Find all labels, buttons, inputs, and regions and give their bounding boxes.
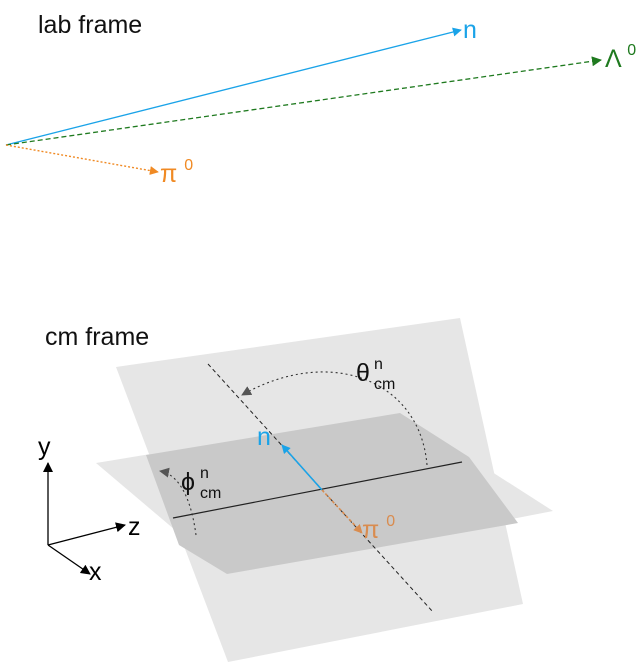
neutron-cm-vector (281, 444, 323, 491)
phi-superscript: n (200, 465, 209, 482)
neutron-cm-label: n (257, 423, 271, 451)
pion-lab-symbol: π (160, 160, 177, 188)
pion-lab-superscript: 0 (184, 157, 193, 174)
lambda-lab-track (5, 56, 602, 146)
z-axis-label: z (128, 513, 141, 541)
phi-subscript: cm (200, 485, 221, 502)
theta-arc (241, 371, 428, 466)
neutron-lab-track (5, 27, 462, 146)
cm-frame-title: cm frame (45, 323, 149, 351)
theta-superscript: n (374, 356, 383, 373)
lambda-lab-superscript: 0 (627, 42, 636, 59)
lambda-lab-label: Λ 0 (605, 42, 636, 73)
theta-symbol: θ (356, 359, 370, 387)
phi-arc (159, 467, 197, 536)
pion-cm-label: π 0 (362, 513, 395, 544)
theta-subscript: cm (374, 376, 395, 393)
plane-intersection-line (172, 461, 463, 519)
pion-cm-symbol: π (362, 516, 379, 544)
pion-lab-label: π 0 (160, 157, 193, 188)
phi-label: ϕ (181, 468, 195, 496)
neutron-lab-label: n (463, 16, 477, 44)
y-axis-label: y (38, 433, 51, 461)
phi-symbol: ϕ (181, 468, 195, 496)
pion-cm-superscript: 0 (386, 513, 395, 530)
x-axis-label: x (89, 558, 102, 586)
neutron-lab-symbol: n (463, 16, 477, 44)
pion-lab-track (5, 144, 159, 176)
neutron-cm-symbol: n (257, 423, 271, 451)
x-axis-arrow (47, 544, 91, 575)
lambda-lab-symbol: Λ (605, 45, 622, 73)
lab-frame-title: lab frame (38, 11, 142, 39)
theta-label: θ (356, 359, 370, 387)
z-axis-arrow (47, 522, 126, 546)
